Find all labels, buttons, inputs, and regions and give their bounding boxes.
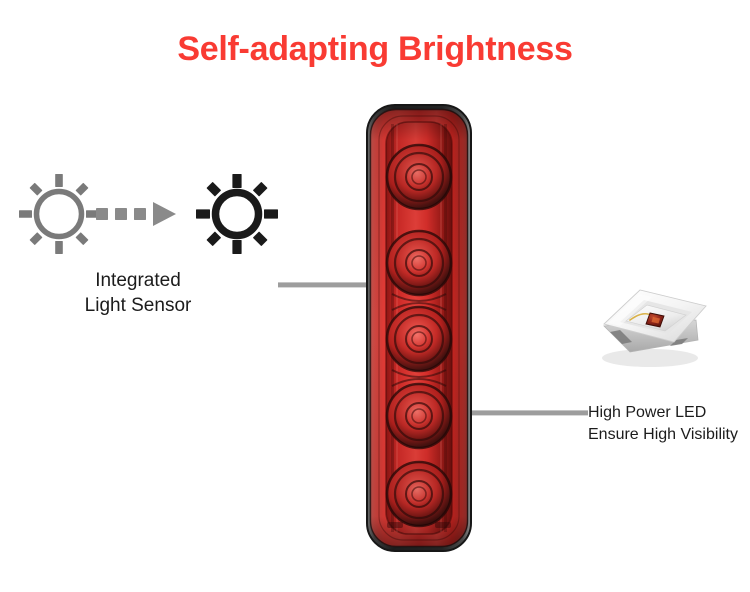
dim-sun-icon [14,166,104,262]
callout-label-line-1: High Power LED [588,404,707,421]
callout-label-high-power-led: High Power LED Ensure High Visibility [588,402,750,446]
bright-sun-icon [192,166,282,262]
dashed-arrow-right-icon [96,198,186,230]
callout-label-line-1: Integrated [95,270,181,291]
callout-label-line-2: Ensure High Visibility [588,426,738,443]
light-sensor-illustration [14,166,278,262]
callout-label-light-sensor: Integrated Light Sensor [18,268,258,318]
page-title: Self-adapting Brightness [177,30,573,68]
led-die [645,312,665,328]
product-image-taillight [360,98,478,558]
product-image-smd-led [592,276,710,376]
callout-label-line-2: Light Sensor [84,295,192,316]
